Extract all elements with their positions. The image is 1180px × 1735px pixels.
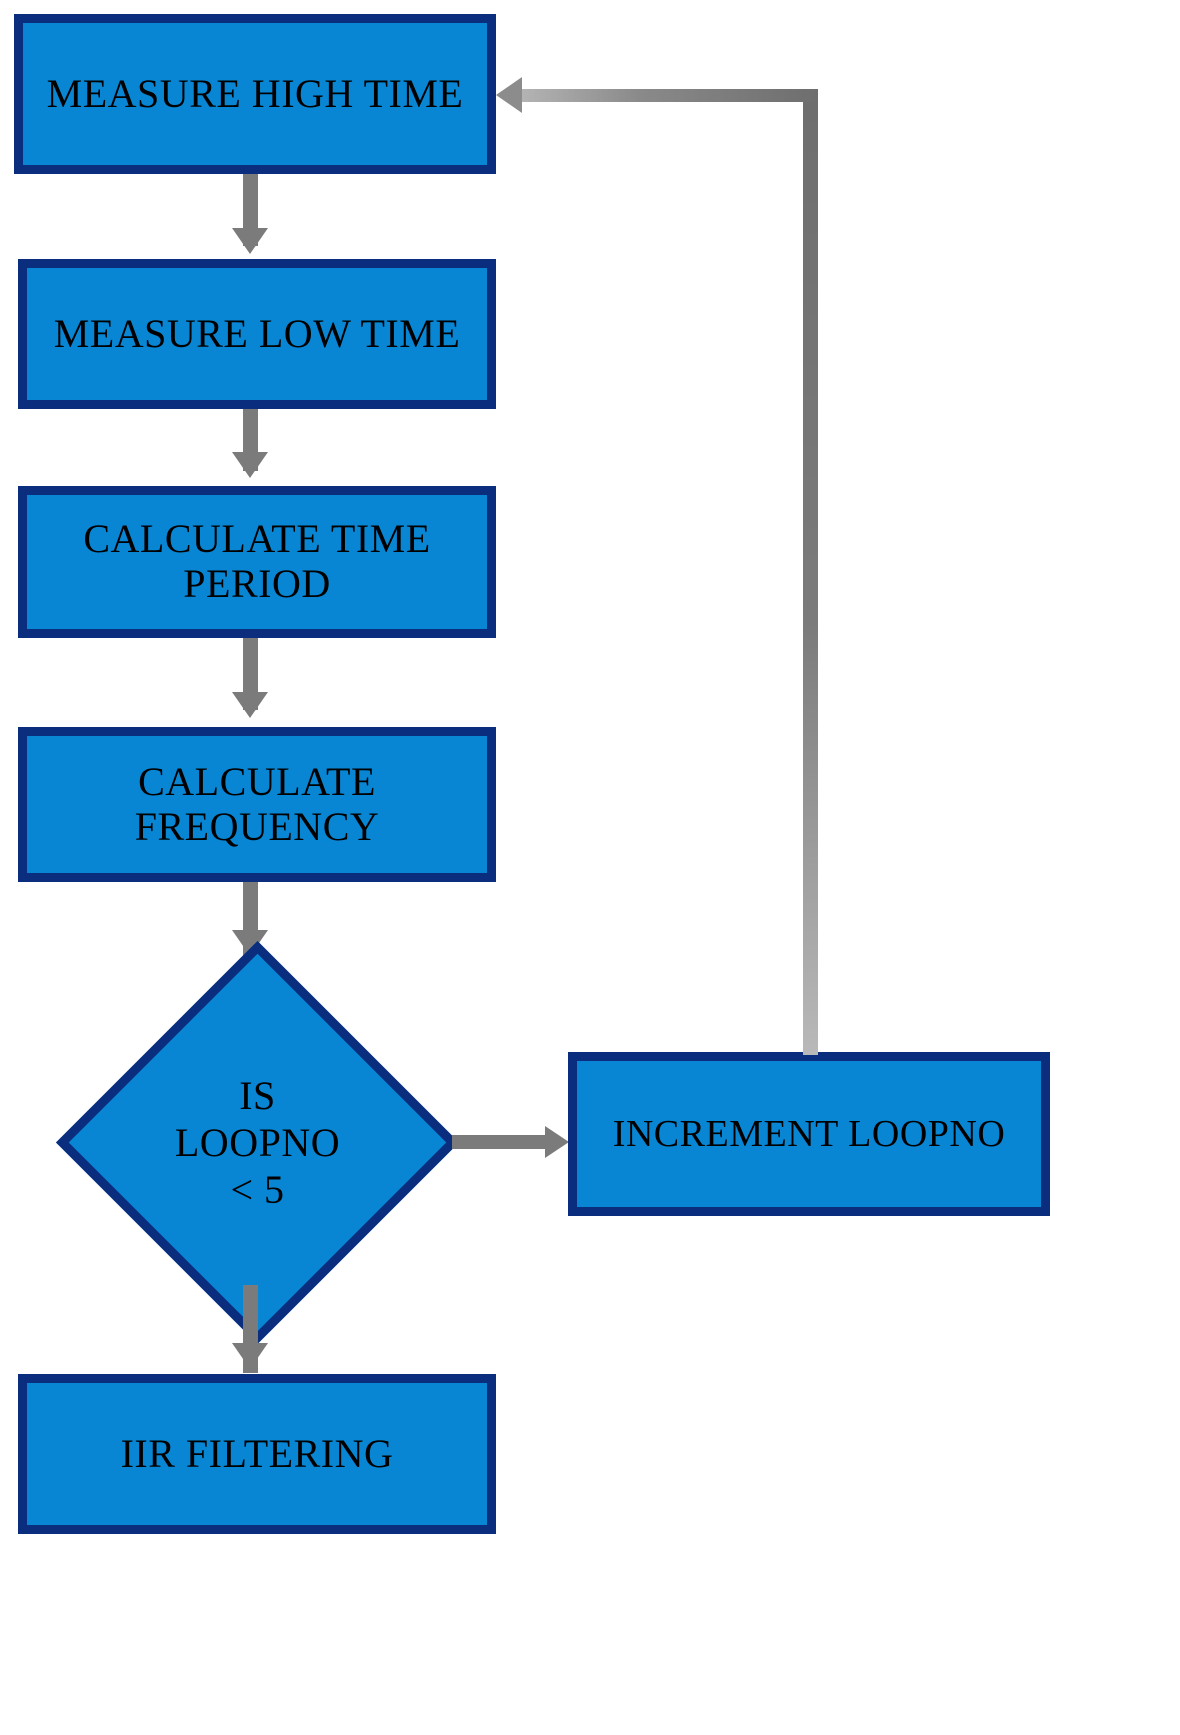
node-label-measure-high-time: MEASURE HIGH TIME: [46, 70, 464, 116]
arrowhead-decision-to-iir: [232, 1343, 268, 1369]
node-is-loopno-less-than-5[interactable]: IS LOOPNO < 5: [55, 940, 460, 1345]
connector-feedback-vertical: [803, 95, 818, 1055]
node-calculate-frequency[interactable]: CALCULATE FREQUENCY: [18, 727, 496, 882]
node-label-iir-filtering: IIR FILTERING: [120, 1430, 394, 1476]
arrowhead-high-to-low: [232, 228, 268, 254]
connector-decision-to-increment: [452, 1135, 557, 1149]
arrowhead-decision-to-increment: [545, 1126, 569, 1158]
node-label-measure-low-time: MEASURE LOW TIME: [53, 310, 461, 356]
arrowhead-period-to-frequency: [232, 692, 268, 718]
arrowhead-low-to-period: [232, 452, 268, 478]
node-iir-filtering[interactable]: IIR FILTERING: [18, 1374, 496, 1534]
node-measure-low-time[interactable]: MEASURE LOW TIME: [18, 259, 496, 409]
connector-feedback-horizontal: [520, 89, 818, 102]
node-calculate-time-period[interactable]: CALCULATE TIME PERIOD: [18, 486, 496, 638]
node-label-increment-loopno: INCREMENT LOOPNO: [612, 1112, 1006, 1155]
node-measure-high-time[interactable]: MEASURE HIGH TIME: [14, 14, 496, 174]
arrowhead-feedback-to-measure-high-time: [496, 77, 522, 113]
node-label-calculate-frequency: CALCULATE FREQUENCY: [134, 758, 380, 849]
node-increment-loopno[interactable]: INCREMENT LOOPNO: [568, 1052, 1050, 1216]
node-label-calculate-time-period: CALCULATE TIME PERIOD: [83, 516, 431, 606]
node-label-is-loopno-less-than-5: IS LOOPNO < 5: [174, 1072, 341, 1213]
